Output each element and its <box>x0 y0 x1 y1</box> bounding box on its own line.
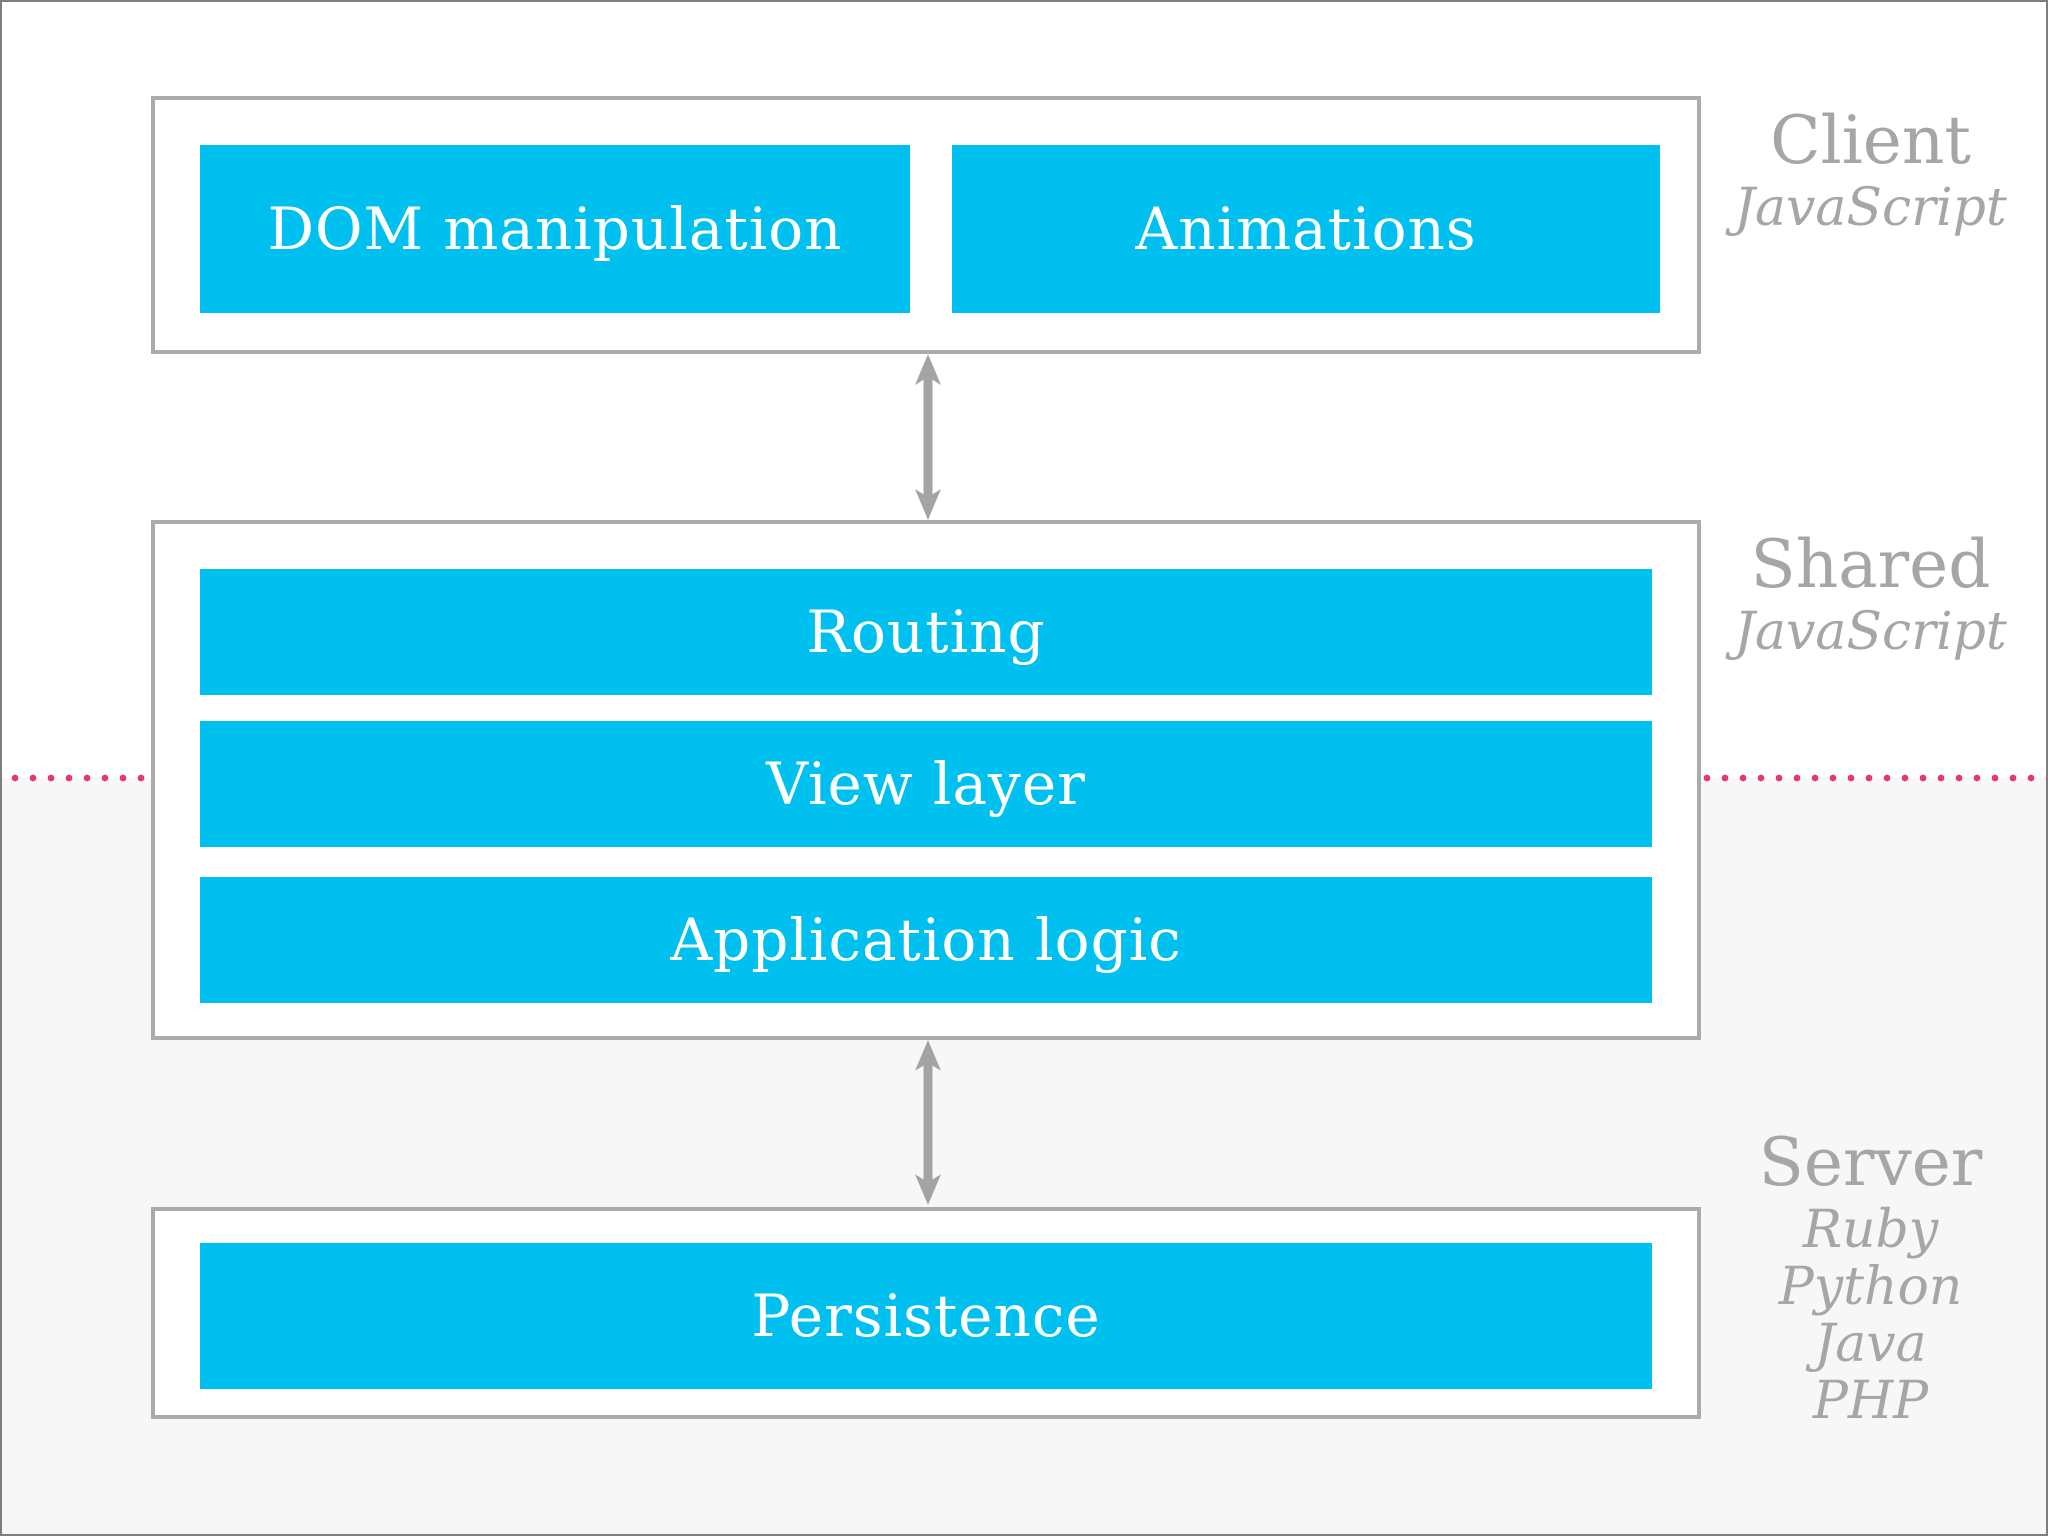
application-logic-label: Application logic <box>670 906 1182 974</box>
server-label-block: Server Ruby Python Java PHP <box>1701 1124 2040 1430</box>
client-section-box: DOM manipulation Animations <box>151 96 1701 354</box>
server-tech-label-java: Java <box>1814 1314 1927 1374</box>
shared-server-bidirectional-arrow-icon <box>906 1039 950 1206</box>
client-tech-label: JavaScript <box>1734 178 2007 238</box>
animations-box: Animations <box>952 145 1660 313</box>
server-section-box: Persistence <box>151 1207 1701 1419</box>
application-logic-box: Application logic <box>200 877 1652 1003</box>
shared-label-block: Shared JavaScript <box>1701 526 2040 661</box>
shared-label: Shared <box>1750 526 1991 603</box>
persistence-label: Persistence <box>751 1282 1101 1350</box>
shared-tech-label: JavaScript <box>1734 602 2007 662</box>
client-shared-bidirectional-arrow-icon <box>906 353 950 521</box>
client-label-block: Client JavaScript <box>1701 102 2040 237</box>
server-tech-label-php: PHP <box>1812 1371 1929 1431</box>
server-tech-label-ruby: Ruby <box>1802 1200 1939 1260</box>
routing-box: Routing <box>200 569 1652 695</box>
shared-section-box: Routing View layer Application logic <box>151 520 1701 1040</box>
dom-manipulation-label: DOM manipulation <box>267 195 843 263</box>
persistence-box: Persistence <box>200 1243 1652 1389</box>
view-layer-box: View layer <box>200 721 1652 847</box>
routing-label: Routing <box>806 598 1046 666</box>
server-label: Server <box>1758 1124 1983 1201</box>
view-layer-label: View layer <box>766 750 1086 818</box>
server-tech-label-python: Python <box>1778 1257 1963 1317</box>
dom-manipulation-box: DOM manipulation <box>200 145 910 313</box>
animations-label: Animations <box>1135 195 1477 263</box>
client-label: Client <box>1770 102 1971 179</box>
